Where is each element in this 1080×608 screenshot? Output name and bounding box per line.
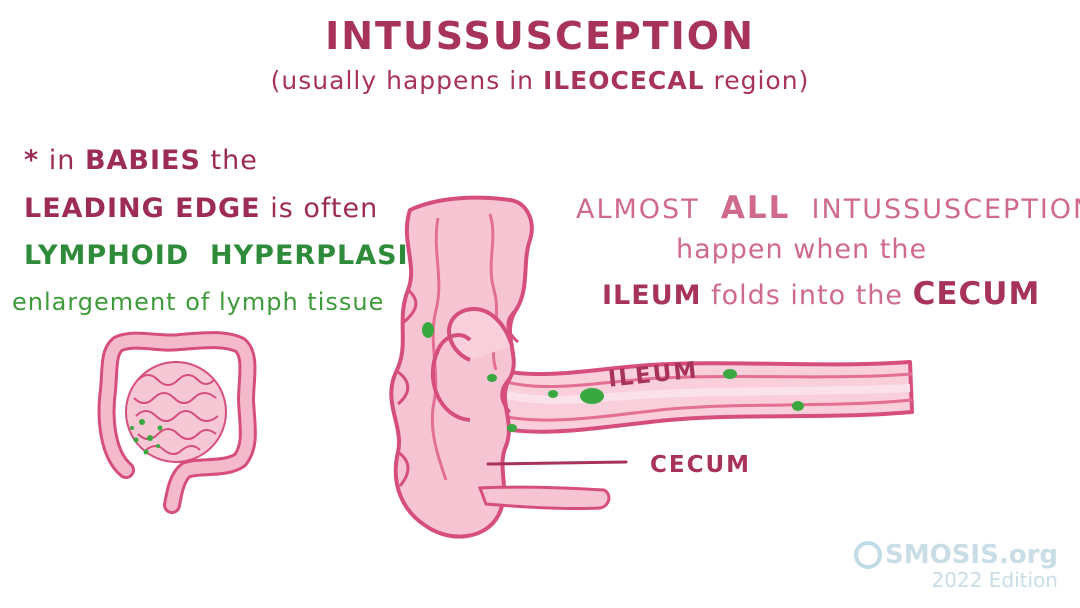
logo-edition: 2022 Edition	[931, 568, 1058, 592]
left-note-line-2: LEADING EDGE is often	[24, 193, 378, 224]
subtitle-emphasis: ILEOCECAL	[542, 66, 705, 95]
left-note-leading-edge: LEADING EDGE	[24, 193, 261, 224]
left-note-in: in	[48, 145, 76, 176]
right-note-almost: ALMOST	[576, 194, 700, 225]
subtitle-close: region)	[704, 66, 810, 95]
intussusception-illustration	[389, 195, 914, 539]
left-note-lymphoid: LYMPHOID	[24, 240, 190, 271]
left-note-line-3: LYMPHOID HYPERPLASIA	[24, 240, 430, 271]
left-note-is-often: is often	[270, 193, 379, 224]
page-title: INTUSSUSCEPTION	[325, 14, 755, 58]
right-note-all: ALL	[720, 190, 791, 226]
lymphoid-spot	[580, 388, 604, 404]
left-note-babies: BABIES	[84, 145, 201, 176]
left-note-line-4: enlargement of lymph tissue	[12, 288, 385, 316]
right-note-intussusceptions: INTUSSUSCEPTIONS	[811, 194, 1080, 225]
cecum-pointer-line	[486, 460, 628, 466]
subtitle-open: (usually happens in	[270, 66, 543, 95]
cecum-label: CECUM	[650, 452, 752, 478]
left-note-hyperplasia: HYPERPLASIA	[210, 240, 431, 271]
abdomen-intestines-illustration	[97, 331, 257, 514]
osmosis-logo: SMOSIS.org 2022 Edition	[854, 540, 1058, 592]
right-note-line-3: ILEUM folds into the CECUM	[602, 276, 1040, 312]
right-note-folds-into-the: folds into the	[711, 280, 904, 311]
left-note-line-1: * in BABIES the	[24, 145, 258, 176]
logo-brand: SMOSIS.org	[854, 540, 1058, 570]
left-note-the: the	[210, 145, 258, 176]
right-note-ileum: ILEUM	[602, 280, 702, 311]
right-note-line-1: ALMOST ALL INTUSSUSCEPTIONS	[576, 190, 1080, 226]
asterisk-icon: *	[24, 145, 40, 176]
logo-brand-text: SMOSIS.org	[885, 540, 1058, 570]
right-note-line-2: happen when the	[676, 234, 928, 265]
page-subtitle: (usually happens in ILEOCECAL region)	[0, 66, 1080, 95]
logo-o-icon	[854, 541, 882, 569]
right-note-cecum: CECUM	[912, 276, 1041, 312]
